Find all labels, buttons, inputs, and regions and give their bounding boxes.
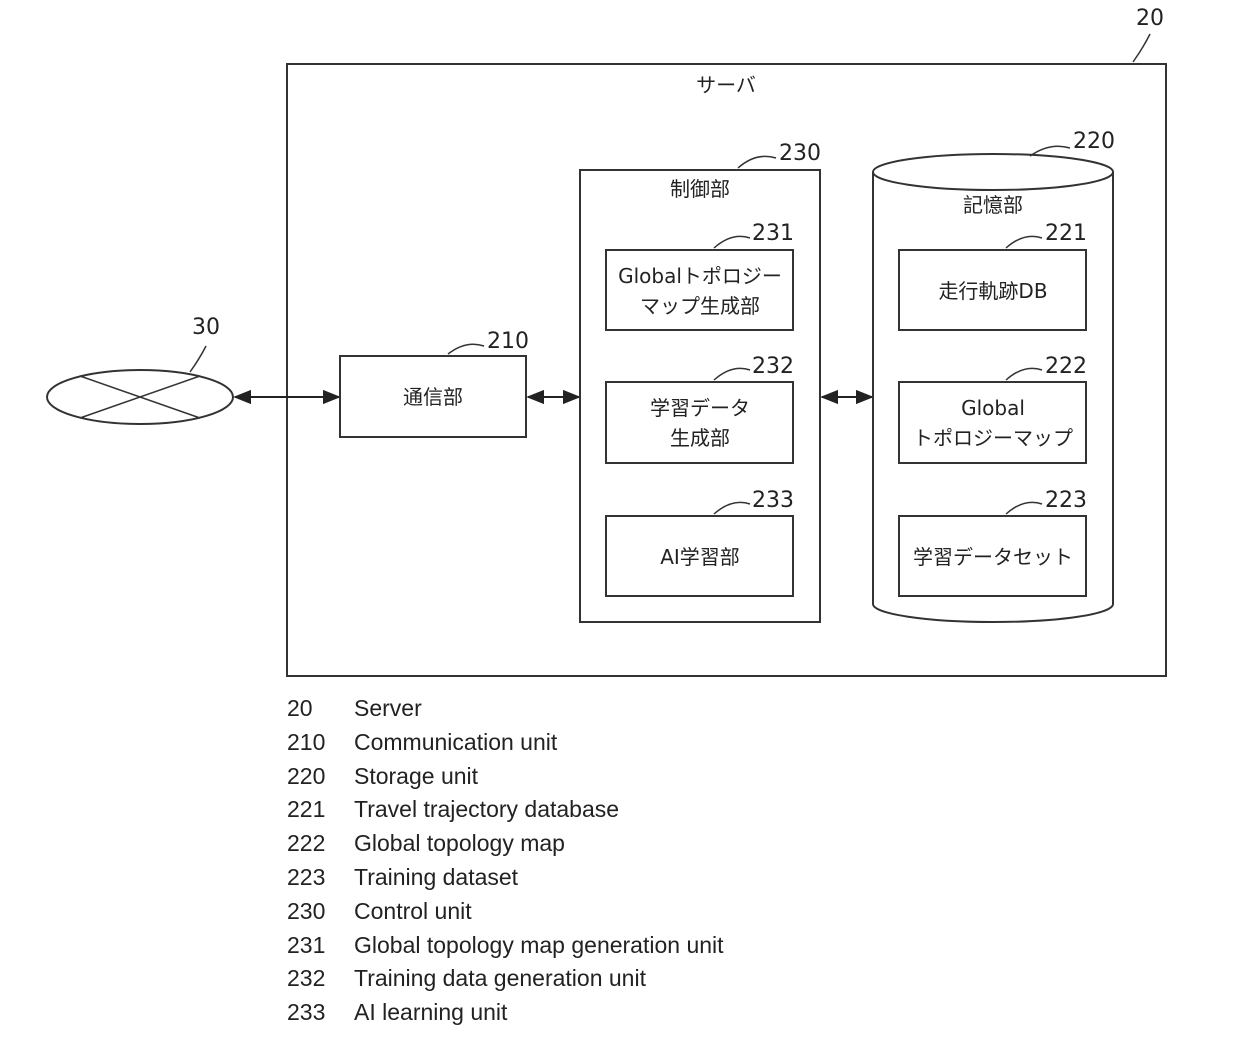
legend-number: 221: [287, 793, 354, 827]
legend-number: 231: [287, 929, 354, 963]
legend-text: Training data generation unit: [354, 965, 646, 991]
legend-number: 232: [287, 962, 354, 996]
ai-learning-ref: 233: [752, 488, 794, 513]
train-gen-ref: 232: [752, 354, 794, 379]
legend-text: Communication unit: [354, 729, 557, 755]
legend-number: 233: [287, 996, 354, 1030]
legend-row: 20Server: [287, 692, 724, 726]
train-gen-line2: 生成部: [670, 426, 730, 450]
network-ref: 30: [192, 315, 220, 340]
legend-number: 223: [287, 861, 354, 895]
topology-map-line1: Global: [961, 396, 1025, 420]
control-unit-title: 制御部: [670, 177, 730, 201]
storage-unit-title: 記憶部: [963, 193, 1023, 217]
legend-row: 220Storage unit: [287, 760, 724, 794]
legend-text: Global topology map generation unit: [354, 932, 724, 958]
legend-text: Training dataset: [354, 864, 518, 890]
legend-row: 231Global topology map generation unit: [287, 929, 724, 963]
comm-unit-ref: 210: [487, 329, 529, 354]
legend-row: 230Control unit: [287, 895, 724, 929]
trajectory-db-label: 走行軌跡DB: [938, 279, 1047, 303]
legend-number: 20: [287, 692, 354, 726]
topo-gen-line2: マップ生成部: [640, 294, 760, 318]
server-ref: 20: [1136, 6, 1164, 31]
reference-legend: 20Server 210Communication unit 220Storag…: [287, 692, 724, 1030]
comm-unit-label: 通信部: [403, 385, 463, 409]
network-node: 30: [47, 315, 233, 424]
topology-map-ref: 222: [1045, 354, 1087, 379]
trajectory-db-ref: 221: [1045, 221, 1087, 246]
legend-text: Travel trajectory database: [354, 796, 619, 822]
legend-text: Server: [354, 695, 422, 721]
server-leader-line: [1133, 34, 1150, 62]
legend-number: 230: [287, 895, 354, 929]
legend-text: Storage unit: [354, 763, 478, 789]
legend-row: 210Communication unit: [287, 726, 724, 760]
legend-number: 210: [287, 726, 354, 760]
training-dataset-ref: 223: [1045, 488, 1087, 513]
training-dataset-label: 学習データセット: [913, 545, 1073, 569]
topology-map-line2: トポロジーマップ: [913, 426, 1073, 450]
control-unit-ref: 230: [779, 141, 821, 166]
topo-gen-ref: 231: [752, 221, 794, 246]
storage-unit-ref: 220: [1073, 129, 1115, 154]
legend-text: Global topology map: [354, 830, 565, 856]
legend-number: 220: [287, 760, 354, 794]
train-gen-line1: 学習データ: [650, 396, 750, 420]
network-leader-line: [190, 346, 206, 372]
legend-row: 222Global topology map: [287, 827, 724, 861]
legend-row: 233AI learning unit: [287, 996, 724, 1030]
legend-number: 222: [287, 827, 354, 861]
legend-row: 223Training dataset: [287, 861, 724, 895]
topo-gen-line1: Globalトポロジー: [618, 264, 782, 288]
ai-learning-label: AI学習部: [660, 545, 740, 569]
legend-row: 232Training data generation unit: [287, 962, 724, 996]
server-title: サーバ: [696, 73, 756, 97]
legend-text: AI learning unit: [354, 999, 507, 1025]
legend-row: 221Travel trajectory database: [287, 793, 724, 827]
legend-text: Control unit: [354, 898, 472, 924]
